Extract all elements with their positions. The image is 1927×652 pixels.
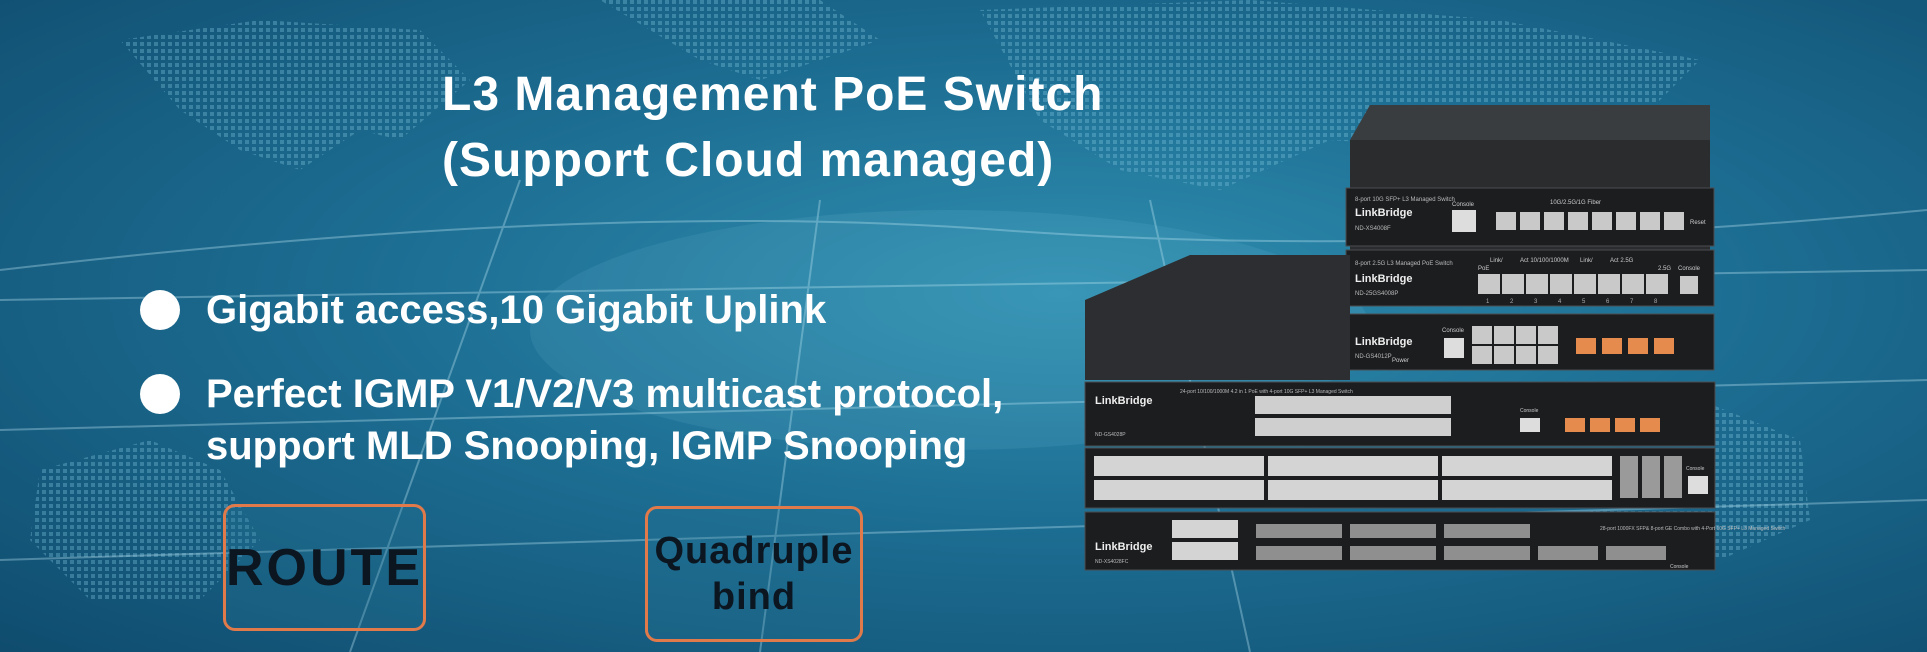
console-label: Console — [1442, 328, 1465, 334]
feature-text-line-1: Perfect IGMP V1/V2/V3 multicast protocol… — [206, 372, 1004, 416]
power-label: Power — [1392, 358, 1409, 364]
bind-badge-line-2: bind — [711, 576, 797, 618]
unit-description: 8-port 2.5G L3 Managed PoE Switch — [1355, 261, 1453, 267]
console-label: Console — [1670, 564, 1689, 570]
poe-label: PoE — [1478, 266, 1489, 272]
bind-badge-line-1: Quadruple — [654, 530, 854, 572]
console-label: Console — [1678, 266, 1701, 272]
unit-model-number: ND-GS4028P — [1095, 432, 1126, 438]
port-number-4: 4 — [1558, 299, 1562, 305]
led-legend-3: Link/ — [1580, 258, 1593, 264]
port-number-1: 1 — [1486, 299, 1490, 305]
speed-label: 2.5G — [1658, 266, 1671, 272]
title-line-1: L3 Management PoE Switch — [442, 68, 1104, 121]
title-line-2: (Support Cloud managed) — [442, 134, 1055, 187]
banner-title: L3 Management PoE Switch (Support Cloud … — [442, 62, 1103, 194]
unit-model-label: LinkBridge — [1095, 395, 1152, 407]
unit-model-label: LinkBridge — [1355, 207, 1412, 219]
led-legend-4: Act 2.5G — [1610, 258, 1634, 264]
led-legend-1: Link/ — [1490, 258, 1503, 264]
switch-unit-xs4028fc: LinkBridge ND-XS4028FC 28-port 1000FX SF… — [1084, 511, 1785, 571]
switch-unit-48-port: Console — [1084, 447, 1716, 509]
port-number-8: 8 — [1654, 299, 1658, 305]
switch-unit-25gs4008p: LinkBridge 8-port 2.5G L3 Managed PoE Sw… — [1345, 249, 1715, 307]
switch-unit-gs4028p: LinkBridge 24-port 10/100/1000M 4.2 in 1… — [1084, 381, 1716, 447]
unit-model-number: ND-XS4008F — [1355, 226, 1391, 232]
feature-item-igmp: Perfect IGMP V1/V2/V3 multicast protocol… — [140, 368, 1003, 472]
port-number-6: 6 — [1606, 299, 1610, 305]
reset-label: Reset — [1690, 220, 1706, 226]
console-port — [1452, 210, 1476, 232]
feature-item-uplink: Gigabit access,10 Gigabit Uplink — [140, 284, 826, 336]
switch-unit-xs4008f: LinkBridge 8-port 10G SFP+ L3 Managed Sw… — [1345, 187, 1715, 247]
quadruple-bind-badge: Quadruple bind — [645, 506, 863, 642]
unit-model-number: ND-GS4012P — [1355, 354, 1392, 360]
console-port — [1688, 476, 1708, 494]
console-label: Console — [1686, 466, 1705, 472]
unit-description: 8-port 10G SFP+ L3 Managed Switch — [1355, 197, 1455, 203]
unit-model-label: LinkBridge — [1095, 541, 1152, 553]
port-number-7: 7 — [1630, 299, 1634, 305]
bullet-icon — [140, 290, 180, 330]
port-number-3: 3 — [1534, 299, 1538, 305]
led-legend-2: Act 10/100/1000M — [1520, 258, 1569, 264]
console-port — [1520, 418, 1540, 432]
port-number-5: 5 — [1582, 299, 1586, 305]
unit-model-number: ND-25GS4008P — [1355, 291, 1398, 297]
console-label: Console — [1452, 202, 1475, 208]
console-label: Console — [1520, 408, 1539, 414]
port-number-2: 2 — [1510, 299, 1514, 305]
switch-unit-gs4012p: LinkBridge ND-GS4012P Power Console — [1345, 313, 1715, 371]
unit-description: 24-port 10/100/1000M 4.2 in 1 PoE with 4… — [1180, 389, 1353, 395]
console-port — [1444, 338, 1464, 358]
route-badge: ROUTE — [223, 504, 426, 631]
unit-description: 28-port 1000FX SFP& 8-port GE Combo with… — [1600, 526, 1785, 532]
feature-text-line-2: support MLD Snooping, IGMP Snooping — [206, 424, 968, 468]
switch-unit-lower-chassis — [1085, 255, 1350, 380]
bullet-icon — [140, 374, 180, 414]
fiber-port-label: 10G/2.5G/1G Fiber — [1550, 200, 1601, 206]
switch-product-stack: LinkBridge 8-port 10G SFP+ L3 Managed Sw… — [1084, 105, 1785, 571]
unit-model-label: LinkBridge — [1355, 273, 1412, 285]
unit-model-label: LinkBridge — [1355, 336, 1412, 348]
feature-text: Gigabit access,10 Gigabit Uplink — [206, 288, 827, 332]
unit-model-number: ND-XS4028FC — [1095, 559, 1129, 565]
route-badge-label: ROUTE — [226, 538, 423, 597]
